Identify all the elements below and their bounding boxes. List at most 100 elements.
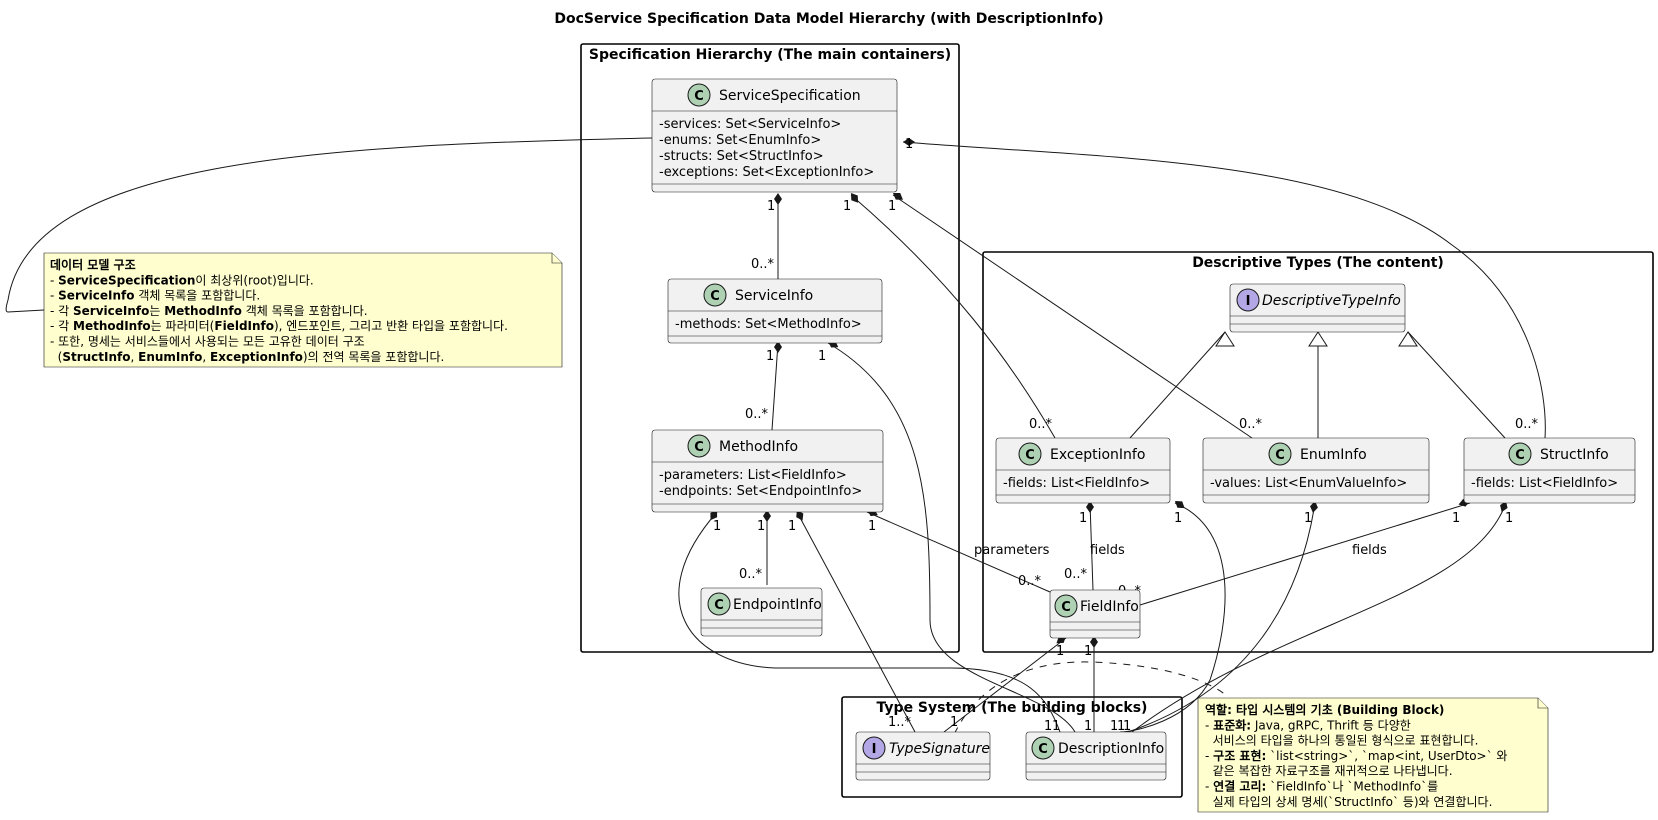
- mult-en-di-source: 1: [1304, 511, 1312, 526]
- mult-st-di-source: 1: [1505, 511, 1513, 526]
- relation-st-fieldinfo: [1139, 502, 1471, 606]
- relation-mi-descriptioninfo: [678, 511, 1061, 733]
- relation-ss-structinfo: [902, 141, 1546, 439]
- relation-ex-descriptioninfo: [1119, 502, 1226, 733]
- stereotype-i-icon: I: [872, 742, 877, 757]
- note-line: - 각 ServiceInfo는 MethodInfo 객체 목록을 포함합니다…: [50, 304, 368, 318]
- inheritance-triangle: [1215, 331, 1235, 347]
- class-field: -services: Set<ServiceInfo>: [659, 117, 841, 132]
- relation-label-fields-exception: fields: [1090, 543, 1125, 558]
- stereotype-c-icon: C: [714, 598, 724, 613]
- stereotype-c-icon: C: [694, 89, 704, 104]
- stereotype-i-icon: I: [1246, 294, 1251, 309]
- class-exception-info[interactable]: C ExceptionInfo -fields: List<FieldInfo>: [995, 437, 1171, 504]
- stereotype-c-icon: C: [1275, 448, 1285, 463]
- mult-ss-en-source: 1: [888, 199, 896, 214]
- class-name: DescriptionInfo: [1058, 741, 1164, 757]
- mult-mi-ei-target: 0..*: [739, 567, 763, 582]
- inheritance-triangle: [1308, 331, 1328, 347]
- class-enum-info[interactable]: C EnumInfo -values: List<EnumValueInfo>: [1202, 437, 1430, 504]
- class-name: MethodInfo: [719, 439, 798, 455]
- package-specification-hierarchy: Specification Hierarchy (The main contai…: [580, 43, 960, 653]
- relation-label-fields-struct: fields: [1352, 543, 1387, 558]
- class-field: -methods: Set<MethodInfo>: [675, 317, 862, 332]
- note-line: - ServiceSpecification이 최상위(root)입니다.: [50, 273, 314, 287]
- composition-diamond: [1310, 501, 1318, 513]
- composition-diamond: [763, 510, 771, 522]
- relation-st-descriptioninfo: [1131, 502, 1507, 733]
- stereotype-c-icon: C: [710, 289, 720, 304]
- relation-label-parameters: parameters: [974, 543, 1050, 558]
- class-field: -fields: List<FieldInfo>: [1003, 476, 1150, 491]
- mult-fi-ts-target: 1: [950, 715, 958, 730]
- class-struct-info[interactable]: C StructInfo -fields: List<FieldInfo>: [1463, 437, 1636, 504]
- class-service-info[interactable]: C ServiceInfo -methods: Set<MethodInfo>: [667, 278, 883, 344]
- mult-en-di-target: 1: [1110, 719, 1118, 734]
- class-endpoint-info[interactable]: C EndpointInfo: [700, 587, 823, 637]
- class-field-info[interactable]: C FieldInfo: [1049, 589, 1141, 639]
- package-type-system: Type System (The building blocks): [841, 696, 1183, 798]
- class-description-info[interactable]: C DescriptionInfo: [1025, 731, 1167, 781]
- mult-ex-fi-target: 0..*: [1064, 567, 1088, 582]
- inheritance-structinfo: [1407, 331, 1506, 439]
- mult-ss-st-target: 0..*: [1515, 417, 1539, 432]
- class-name: EnumInfo: [1300, 447, 1367, 463]
- note-type-system-role: 역할: 타입 시스템의 기초 (Building Block)- 표준화: Ja…: [1197, 697, 1549, 813]
- note-line: (StructInfo, EnumInfo, ExceptionInfo)의 전…: [50, 350, 444, 364]
- mult-mi-ei-source: 1: [757, 519, 765, 534]
- relation-si-descriptioninfo: [827, 342, 1076, 733]
- package-title: Specification Hierarchy (The main contai…: [589, 47, 951, 63]
- mult-fi-di-target: 1: [1084, 719, 1092, 734]
- relation-mi-fieldinfo: [866, 511, 1051, 593]
- class-field: -enums: Set<EnumInfo>: [659, 133, 821, 148]
- composition-diamond: [851, 193, 859, 203]
- class-name: FieldInfo: [1080, 599, 1139, 615]
- mult-st-fi-source: 1: [1452, 511, 1460, 526]
- mult-ex-di-source: 1: [1174, 511, 1182, 526]
- mult-fi-di-source: 1: [1084, 644, 1092, 659]
- mult-mi-fi-target: 0..*: [1018, 574, 1042, 589]
- note-line: 같은 복잡한 자료구조를 재귀적으로 나타냅니다.: [1205, 764, 1453, 778]
- class-service-specification[interactable]: C ServiceSpecification -services: Set<Se…: [651, 78, 898, 193]
- stereotype-c-icon: C: [1038, 742, 1048, 757]
- diagram-title: DocService Specification Data Model Hier…: [554, 11, 1103, 27]
- mult-st-di-target: 1: [1123, 719, 1131, 734]
- package-title: Type System (The building blocks): [877, 700, 1148, 716]
- note-line: - 연결 고리: `FieldInfo`나 `MethodInfo`를: [1205, 779, 1438, 794]
- relation-ss-enuminfo: [892, 194, 1253, 439]
- stereotype-c-icon: C: [1515, 448, 1525, 463]
- mult-ss-si-target: 0..*: [751, 257, 775, 272]
- class-name: ServiceInfo: [735, 288, 813, 304]
- note-line: 역할: 타입 시스템의 기초 (Building Block): [1205, 702, 1444, 717]
- stereotype-c-icon: C: [1061, 600, 1071, 615]
- inheritance-exceptioninfo: [1129, 331, 1226, 439]
- mult-si-mi-target: 0..*: [745, 407, 769, 422]
- note-connector-left-tail: [7, 309, 45, 313]
- class-method-info[interactable]: C MethodInfo -parameters: List<FieldInfo…: [651, 429, 884, 513]
- mult-ex-fi-source: 1: [1079, 511, 1087, 526]
- mult-mi-di-target: 1: [1044, 719, 1052, 734]
- mult-si-di-source: 1: [818, 349, 826, 364]
- class-field: -fields: List<FieldInfo>: [1471, 476, 1618, 491]
- note-line: 실제 타입의 상세 명세(`StructInfo` 등)와 연결합니다.: [1205, 795, 1492, 809]
- package-descriptive-types: Descriptive Types (The content): [982, 251, 1654, 653]
- class-field: -exceptions: Set<ExceptionInfo>: [659, 165, 874, 180]
- mult-ss-st-source: 1: [905, 137, 913, 152]
- composition-diamond: [796, 510, 804, 521]
- composition-diamond: [1500, 501, 1508, 513]
- relation-si-mi: [771, 342, 779, 431]
- mult-si-mi-source: 1: [766, 349, 774, 364]
- note-line: 서비스의 타입을 하나의 통일된 형식으로 표현합니다.: [1205, 734, 1478, 748]
- composition-diamond: [893, 193, 903, 200]
- interface-type-signature[interactable]: I TypeSignature: [855, 731, 991, 781]
- class-field: -parameters: List<FieldInfo>: [659, 468, 847, 483]
- interface-descriptive-type-info[interactable]: I DescriptiveTypeInfo: [1229, 283, 1406, 333]
- composition-diamond: [774, 193, 782, 205]
- note-line: - 구조 표현: `list<string>`, `map<int, UserD…: [1205, 748, 1507, 763]
- mult-mi-ts-source: 1: [788, 519, 796, 534]
- mult-mi-ts-target: 1..*: [888, 715, 912, 730]
- mult-ss-ex-source: 1: [843, 199, 851, 214]
- note-data-model-structure: 데이터 모델 구조- ServiceSpecification이 최상위(roo…: [43, 252, 563, 368]
- note-connector-left: [5, 137, 653, 313]
- stereotype-c-icon: C: [694, 440, 704, 455]
